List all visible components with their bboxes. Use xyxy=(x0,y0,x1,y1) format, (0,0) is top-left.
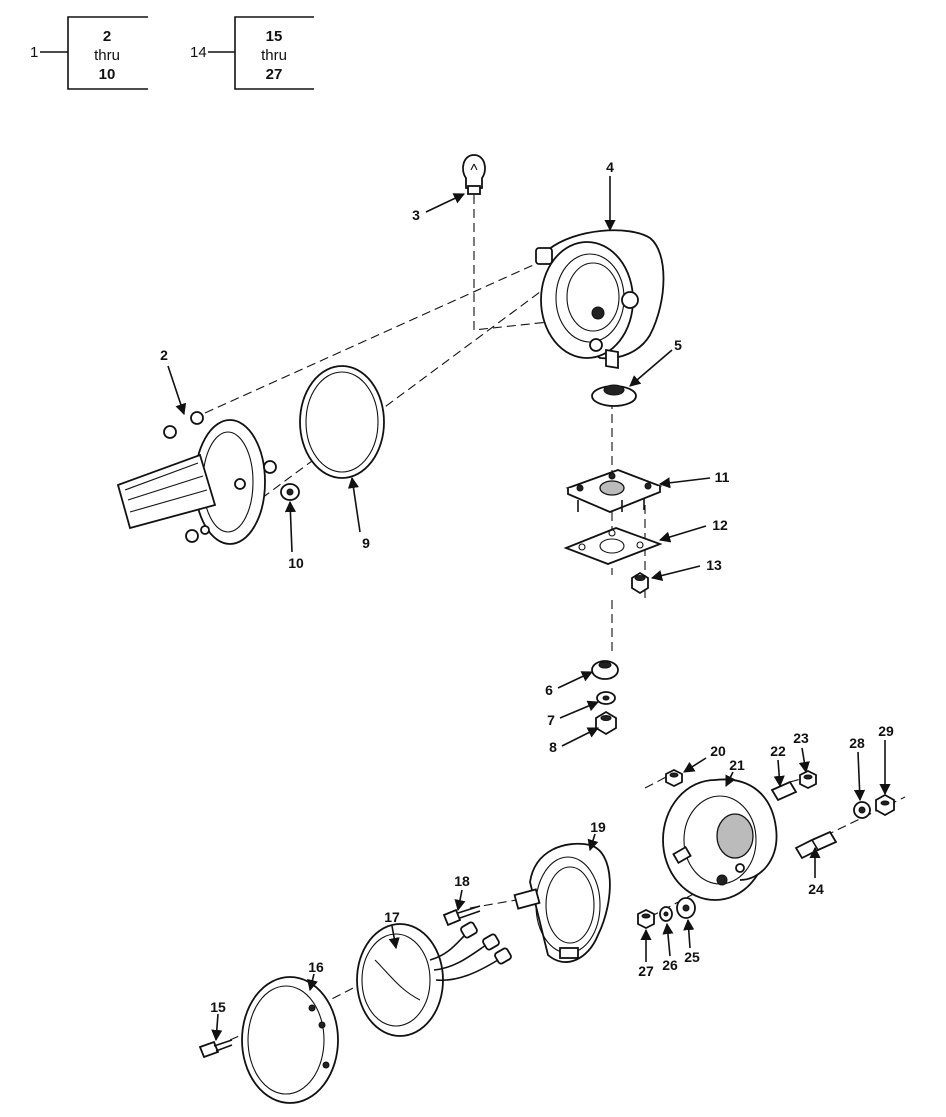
screw-18 xyxy=(442,905,481,927)
grommet-6 xyxy=(591,660,619,680)
callout-29: 29 xyxy=(878,723,894,739)
callout-23: 23 xyxy=(793,730,809,746)
door-gasket xyxy=(299,365,385,479)
callout-12: 12 xyxy=(712,517,728,533)
callout-18: 18 xyxy=(454,873,470,889)
callout-7: 7 xyxy=(547,712,555,728)
group-top-1: 2 xyxy=(103,28,111,45)
washer-10 xyxy=(280,483,300,501)
callout-4: 4 xyxy=(606,159,614,175)
callout-3: 3 xyxy=(412,207,420,223)
sealed-beam-lamp xyxy=(356,921,512,1037)
callout-10: 10 xyxy=(288,555,304,571)
callout-15: 15 xyxy=(210,999,226,1015)
lamp-door xyxy=(116,411,277,545)
callout-17: 17 xyxy=(384,909,400,925)
callout-13: 13 xyxy=(706,557,722,573)
callout-27: 27 xyxy=(638,963,654,979)
callout-8: 8 xyxy=(549,739,557,755)
group-top-14: 15 xyxy=(266,28,283,45)
callout-2: 2 xyxy=(160,347,168,363)
callout-20: 20 xyxy=(710,743,726,759)
callout-19: 19 xyxy=(590,819,606,835)
connector-22 xyxy=(770,780,798,802)
washer-25 xyxy=(676,897,696,919)
lamp-body xyxy=(662,778,778,901)
retaining-ring xyxy=(241,976,339,1104)
callout-24: 24 xyxy=(808,881,824,897)
nut-23 xyxy=(799,769,817,790)
callout-22: 22 xyxy=(770,743,786,759)
mounting-plate xyxy=(565,469,663,513)
mounting-ring xyxy=(513,842,611,963)
washer-28 xyxy=(853,801,871,819)
callout-5: 5 xyxy=(674,337,682,353)
nut-13 xyxy=(631,571,649,595)
screw-15 xyxy=(198,1039,233,1059)
nut-29 xyxy=(875,793,895,817)
callout-labels: 3 4 5 2 9 10 11 12 13 6 7 8 20 21 22 23 … xyxy=(160,159,894,1015)
callout-25: 25 xyxy=(684,949,700,965)
callout-16: 16 xyxy=(308,959,324,975)
lamp-housing xyxy=(535,229,665,370)
callout-26: 26 xyxy=(662,957,678,973)
nut-20 xyxy=(665,768,683,788)
group-bracket-1: 1 2 thru 10 xyxy=(30,16,148,90)
group-bottom-1: 10 xyxy=(99,66,116,83)
leader-arrows xyxy=(167,176,891,1042)
callout-28: 28 xyxy=(849,735,865,751)
connector-24 xyxy=(794,830,838,860)
callout-6: 6 xyxy=(545,682,553,698)
washer-26 xyxy=(659,906,673,922)
nut-27 xyxy=(637,908,655,930)
nut-8 xyxy=(595,710,617,736)
bulb xyxy=(462,154,486,195)
callout-21: 21 xyxy=(729,757,745,773)
grommet xyxy=(591,384,637,407)
group-bracket-14: 14 15 thru 27 xyxy=(190,16,314,90)
gasket xyxy=(563,527,663,565)
group-bottom-14: 27 xyxy=(266,66,283,83)
lockwasher-7 xyxy=(596,691,616,705)
callout-11: 11 xyxy=(715,469,730,485)
group-mid-14: thru xyxy=(261,47,287,64)
group-ref-14: 14 xyxy=(190,44,207,61)
group-ref-1: 1 xyxy=(30,44,38,61)
group-mid-1: thru xyxy=(94,47,120,64)
callout-9: 9 xyxy=(362,535,370,551)
